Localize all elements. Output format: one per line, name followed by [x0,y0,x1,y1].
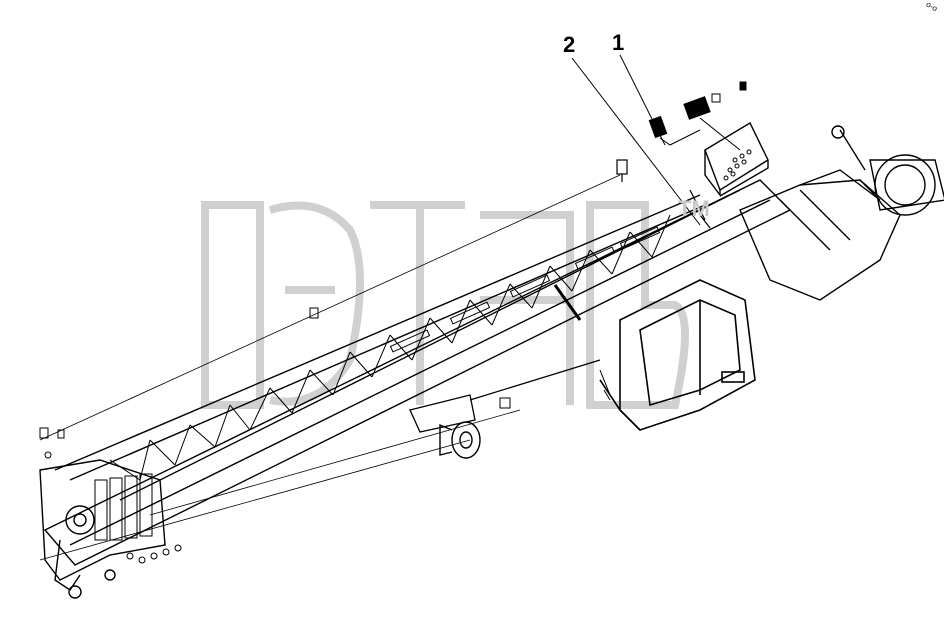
hydraulic-cylinder [409,359,601,433]
control-box [704,122,769,198]
small-parts [39,284,611,564]
boom-head [39,459,166,599]
watermark-trademark: TM [678,196,710,221]
operator-cab [599,279,756,431]
bracket-part [616,159,711,229]
watermark-logo [201,201,689,409]
label-plates [648,81,747,151]
callout-number-1: 1 [612,30,625,55]
callout-leaders [571,54,701,226]
callout-number-2: 2 [563,32,576,57]
turret-base [739,125,944,301]
crane-boom [39,174,792,566]
